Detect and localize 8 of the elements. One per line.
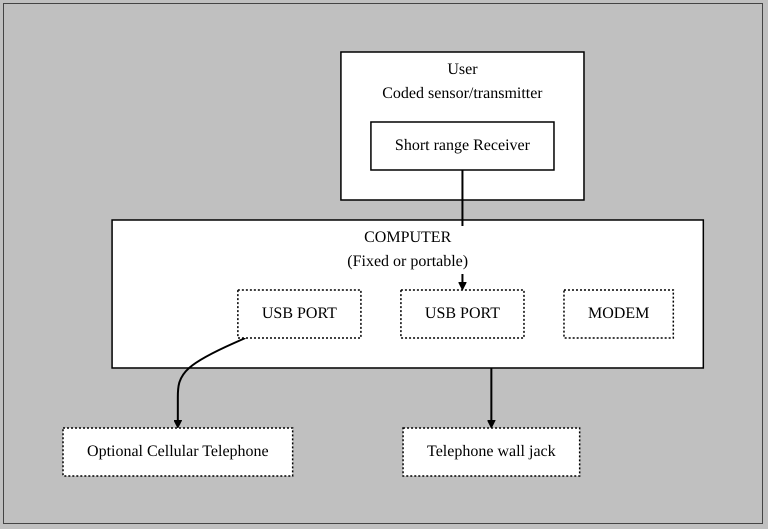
node-box: Optional Cellular Telephone: [62, 426, 294, 476]
node-box: Short range Receiver: [370, 120, 555, 170]
node-box: MODEM: [563, 288, 674, 338]
node-box: Telephone wall jack: [402, 426, 580, 476]
node-box: USB PORT: [400, 288, 525, 338]
node-box: USB PORT: [236, 288, 362, 338]
arrow: [173, 336, 246, 428]
arrow: [486, 368, 496, 428]
